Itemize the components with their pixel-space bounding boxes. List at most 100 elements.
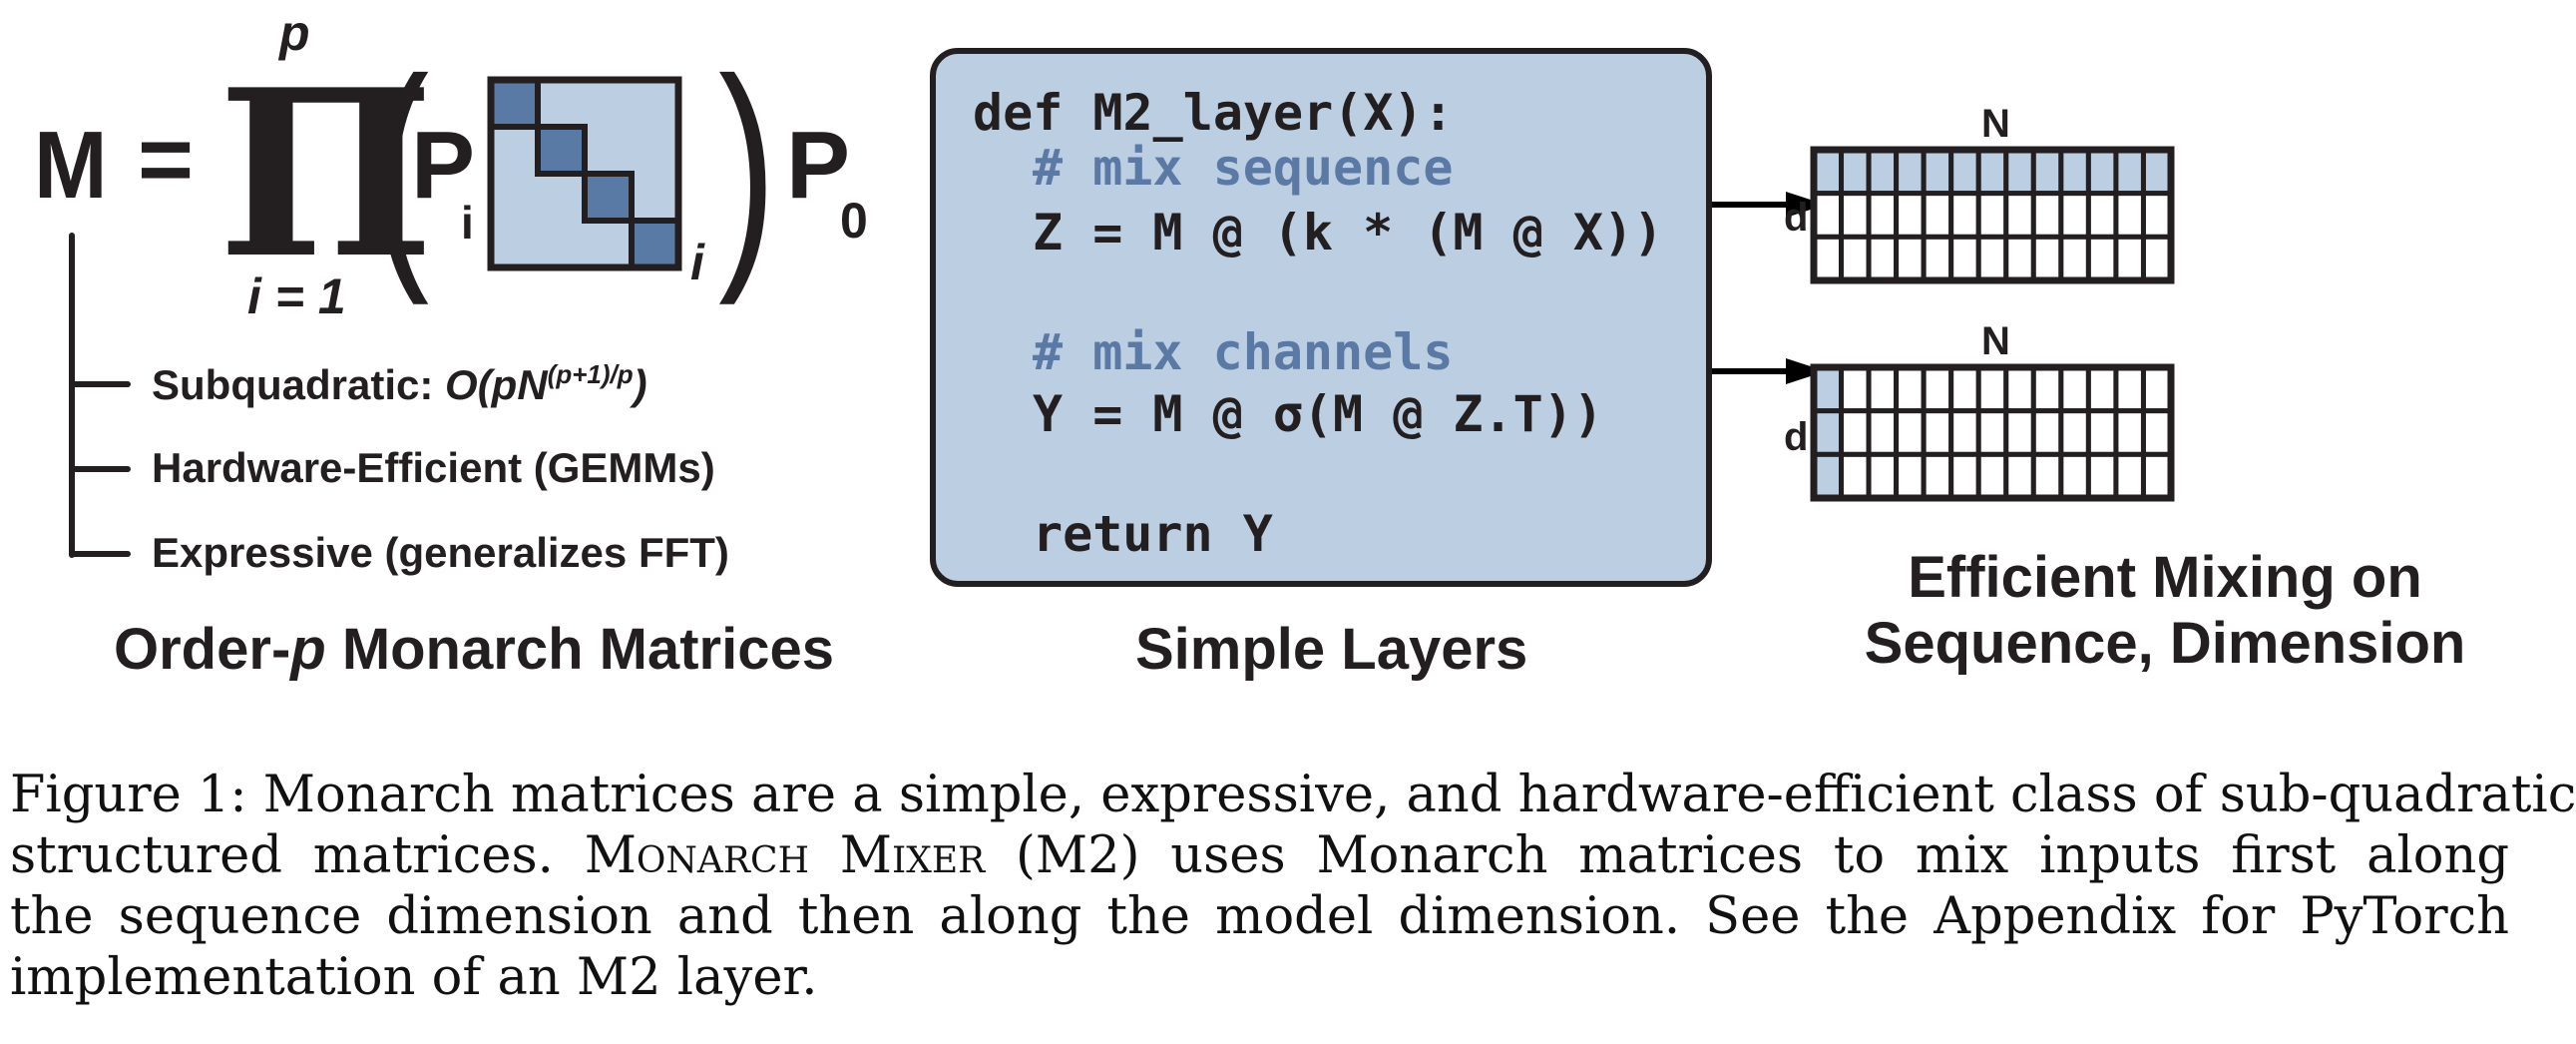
grid-cell <box>2003 364 2036 414</box>
code-line-y: Y = M @ σ(M @ Z.T)) <box>1033 385 1603 443</box>
grid-border <box>1810 363 2175 502</box>
code-box <box>930 48 1712 587</box>
matrix-diagonal-block <box>535 124 588 177</box>
grid-cell <box>1839 364 1872 414</box>
grid-cell <box>1921 364 1954 414</box>
grid-cell-highlighted <box>1975 147 2009 197</box>
grid-cell <box>2140 364 2174 414</box>
grid-cell <box>1839 408 1872 457</box>
grid-cell-highlighted <box>2113 147 2146 197</box>
caption-method-name: Monarch Mixer <box>584 826 986 885</box>
title-efficient-mixing: Efficient Mixing on Sequence, Dimension <box>1826 545 2504 677</box>
grid-cell <box>1948 451 1981 501</box>
title-left-suffix: Monarch Matrices <box>325 617 834 682</box>
grid-cell <box>1921 408 1954 457</box>
grid-cell-highlighted <box>2140 147 2174 197</box>
caption-line-4: implementation of an M2 layer. <box>10 948 818 1007</box>
grid2-label-d: d <box>1784 415 1809 459</box>
title-left-prefix: Order- <box>114 617 291 682</box>
caption-line-2: structured matrices. Monarch Mixer (M2) … <box>10 825 2509 886</box>
grid-cell-highlighted <box>2030 147 2064 197</box>
grid-cell <box>1894 408 1927 457</box>
grid-cell <box>2058 234 2091 283</box>
code-comment-mix-channels: # mix channels <box>1033 323 1454 381</box>
grid-cell <box>2113 451 2146 501</box>
title-monarch-matrices: Order-p Monarch Matrices <box>114 621 834 679</box>
grid-cell <box>1894 364 1927 414</box>
grid-cell <box>2058 364 2091 414</box>
grid2-label-N: N <box>1981 319 2010 363</box>
grid-cell-highlighted <box>1948 147 1981 197</box>
grid-cell <box>2030 451 2064 501</box>
grid-cell <box>2003 408 2036 457</box>
property-tree <box>69 233 131 558</box>
property-hardware-efficient: Hardware-Efficient (GEMMs) <box>152 444 715 491</box>
grid-cell <box>2140 451 2174 501</box>
grid-cell <box>1948 191 1981 240</box>
grid-cell-highlighted <box>1811 451 1845 501</box>
grid-cell <box>2113 408 2146 457</box>
block-diagonal-matrix-icon <box>487 76 682 271</box>
title-simple-layers: Simple Layers <box>1135 617 1528 682</box>
grid-cell <box>1866 234 1900 283</box>
complexity-exponent: (p+1)/p <box>547 359 634 389</box>
grid-cell <box>1975 364 2009 414</box>
grid-cell <box>1866 408 1900 457</box>
sequence-mixing-grid <box>1810 146 2175 284</box>
grid-cell-highlighted <box>2058 147 2091 197</box>
caption-line-3: the sequence dimension and then along th… <box>10 887 2509 946</box>
grid-cell <box>2058 408 2091 457</box>
product-upper-limit: p <box>279 5 310 61</box>
permutation-P-i: P <box>411 112 476 219</box>
grid-cell <box>2085 451 2119 501</box>
grid-cell <box>1894 451 1927 501</box>
grid-cell <box>2058 451 2091 501</box>
grid-cell <box>1839 191 1872 240</box>
grid-cell <box>1975 451 2009 501</box>
grid-cell <box>2140 191 2174 240</box>
property-subquadratic: Subquadratic: O(pN(p+1)/p) <box>152 361 647 406</box>
grid-cell <box>1948 234 1981 283</box>
grid-cell-highlighted <box>2085 147 2119 197</box>
grid-cell-highlighted <box>1811 364 1845 414</box>
channel-mixing-grid <box>1810 363 2175 502</box>
grid-cell <box>1975 408 2009 457</box>
grid-cell-highlighted <box>1894 147 1927 197</box>
grid-cell <box>1975 191 2009 240</box>
title-left-italic: p <box>290 617 326 682</box>
permutation-P-0-subscript: 0 <box>840 193 868 249</box>
grid-cell <box>2058 191 2091 240</box>
product-lower-limit: i = 1 <box>247 268 346 324</box>
grid-cell <box>1811 234 1845 283</box>
diagram-graphics <box>69 76 2175 558</box>
grid-border <box>1810 146 2175 284</box>
grid-cell <box>1921 191 1954 240</box>
complexity-close: ) <box>633 361 647 408</box>
grid-cell-highlighted <box>1811 408 1845 457</box>
grid-cell <box>2113 191 2146 240</box>
grid-cell <box>2113 364 2146 414</box>
grid-cell <box>1866 191 1900 240</box>
grid-cell <box>1921 451 1954 501</box>
grid-cell <box>2085 234 2119 283</box>
open-paren: ( <box>371 27 430 305</box>
grid-cell-highlighted <box>2003 147 2036 197</box>
caption-line-1: Figure 1: Monarch matrices are a simple,… <box>10 766 2576 824</box>
grid-cell <box>2003 451 2036 501</box>
grid-cell <box>1866 364 1900 414</box>
grid-cell <box>2085 364 2119 414</box>
caption-line-2a: structured matrices. <box>10 826 585 885</box>
grid-cell <box>1894 191 1927 240</box>
matrix-diagonal-block <box>629 218 681 270</box>
grid-cell <box>2003 234 2036 283</box>
caption-line-2b: (M2) uses Monarch matrices to mix inputs… <box>985 826 2509 885</box>
product-symbol: Π <box>217 40 435 309</box>
code-comment-mix-sequence: # mix sequence <box>1033 139 1454 197</box>
matrix-border <box>487 76 682 271</box>
grid-cell <box>1866 451 1900 501</box>
permutation-P-0: P <box>786 112 851 219</box>
grid-cell-highlighted <box>1811 147 1845 197</box>
arrow-head-icon <box>1786 358 1826 384</box>
complexity-base: O(pN <box>445 361 548 408</box>
formula-lhs-M: M <box>34 112 108 219</box>
